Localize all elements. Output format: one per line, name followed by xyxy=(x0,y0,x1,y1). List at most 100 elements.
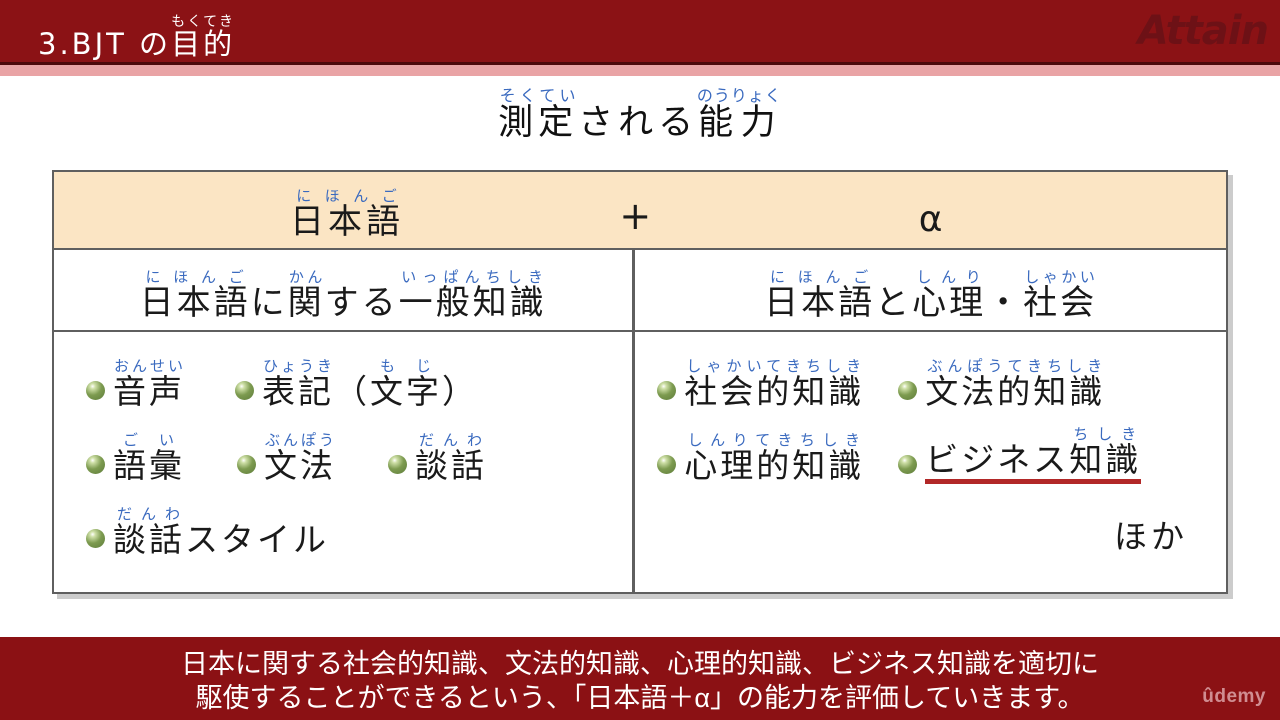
bunpou-ruby: 文法ぶんぽう xyxy=(264,431,336,486)
bullet-icon xyxy=(388,455,407,474)
bunpou-furigana: ぶんぽう xyxy=(264,431,336,450)
danwa-style-base: 談話 xyxy=(113,520,185,560)
moji-ruby: 文字もじ xyxy=(370,357,442,412)
rh-seg5: 社会しゃかい xyxy=(1023,268,1098,323)
bullet-icon xyxy=(86,455,105,474)
shinriteki-base: 心理的知識 xyxy=(684,446,865,486)
list-item-goi: 語彙ごい xyxy=(86,431,185,484)
danwa-ruby: 談話だんわ xyxy=(415,431,487,486)
goi-ruby: 語彙ごい xyxy=(113,431,185,486)
business-furigana: ちしき xyxy=(1069,425,1142,444)
rh-seg1-furigana: にほんご xyxy=(764,267,876,286)
table-body: 音声おんせい 表記ひょうき（文字もじ） 語彙ごい 文法ぶんぽう xyxy=(54,332,1226,592)
footer-line2: 駆使することができるという、「日本語＋α」の能力を評価していきます。 xyxy=(195,683,1085,713)
left-row-3: 談話だんわスタイル xyxy=(86,484,632,558)
moji-base: 文字 xyxy=(370,372,442,412)
left-column-body: 音声おんせい 表記ひょうき（文字もじ） 語彙ごい 文法ぶんぽう xyxy=(54,332,636,592)
bullet-icon xyxy=(898,381,918,400)
bullet-icon xyxy=(898,455,918,474)
section-title-seg1-base: 測定 xyxy=(498,103,579,143)
lh-seg3-base: 関 xyxy=(287,282,325,323)
right-row-2: 心理的知識しんりてきちしき ビジネス知識ちしき xyxy=(657,410,1226,484)
bullet-icon xyxy=(657,381,677,400)
lh-seg5-base: 一般知識 xyxy=(398,282,547,323)
list-item-danwa-style: 談話だんわスタイル xyxy=(86,505,329,558)
table-top-left: 日本語にほんご xyxy=(290,187,404,243)
page-title-word-furigana: もくてき xyxy=(171,14,236,31)
list-item-onsei: 音声おんせい xyxy=(86,357,185,410)
page-title-word: 目的もくてき xyxy=(171,14,236,62)
table-subheader-row: 日本語にほんごに関かんする一般知識いっぱんちしき 日本語にほんごと心理しんり・社… xyxy=(54,250,1226,332)
ability-table: 日本語にほんご + α 日本語にほんごに関かんする一般知識いっぱんちしき 日本語… xyxy=(52,170,1228,594)
onsei-furigana: おんせい xyxy=(113,357,185,376)
section-title-seg1: 測定そくてい xyxy=(498,86,579,143)
footer-line1: 日本に関する社会的知識、文法的知識、心理的知識、ビジネス知識を適切に xyxy=(181,649,1099,679)
bunpou-base: 文法 xyxy=(264,446,336,486)
page-title: 3.BJT の目的もくてき xyxy=(38,14,235,61)
right-row-1: 社会的知識しゃかいてきちしき 文法的知識ぶんぽうてきちしき xyxy=(657,336,1226,410)
danwa-furigana: だんわ xyxy=(415,431,487,450)
rh-seg1: 日本語にほんご xyxy=(764,268,876,323)
business-ruby: 知識ちしき xyxy=(1069,425,1142,480)
list-item-bunpouteki: 文法的知識ぶんぽうてきちしき xyxy=(898,357,1105,410)
hoka-label: ほか xyxy=(1114,517,1188,556)
rh-seg1-base: 日本語 xyxy=(764,282,876,323)
bullet-icon xyxy=(237,455,256,474)
hyouki-ruby: 表記ひょうき xyxy=(262,357,334,412)
danwa-base: 談話 xyxy=(415,446,487,486)
udemy-logo: ûdemy xyxy=(1202,686,1266,707)
goi-base: 語彙 xyxy=(113,446,185,486)
rh-seg3-base: 心理 xyxy=(912,282,987,323)
lh-seg4: する xyxy=(324,282,399,323)
bunpouteki-base: 文法的知識 xyxy=(925,372,1106,412)
section-title-seg3-base: 能力 xyxy=(696,103,782,143)
nihongo-ruby: 日本語にほんご xyxy=(290,187,404,242)
section-title-seg3-furigana: のうりょく xyxy=(696,86,782,105)
danwa-style-furigana: だんわ xyxy=(113,505,185,524)
left-row-2: 語彙ごい 文法ぶんぽう 談話だんわ xyxy=(86,410,632,484)
table-top-row: 日本語にほんご + α xyxy=(54,172,1226,250)
page-title-word-base: 目的 xyxy=(171,27,236,62)
alpha-sign: α xyxy=(918,199,943,240)
hyouki-base: 表記 xyxy=(262,372,334,412)
section-title-seg3: 能力のうりょく xyxy=(696,86,782,143)
rh-seg3-furigana: しんり xyxy=(912,267,987,286)
rh-seg5-furigana: しゃかい xyxy=(1023,267,1098,286)
page-title-prefix: 3.BJT の xyxy=(38,27,172,62)
lh-seg3-furigana: かん xyxy=(287,267,325,286)
nihongo-base: 日本語 xyxy=(290,202,404,242)
nihongo-furigana: にほんご xyxy=(290,187,404,205)
shinriteki-ruby: 心理的知識しんりてきちしき xyxy=(684,431,865,486)
list-item-bunpou: 文法ぶんぽう xyxy=(237,431,336,484)
shinriteki-furigana: しんりてきちしき xyxy=(684,431,865,450)
bullet-icon xyxy=(86,529,105,548)
rh-seg3: 心理しんり xyxy=(912,268,987,323)
paren-open: （ xyxy=(334,372,370,412)
bullet-icon xyxy=(86,381,105,400)
section-title-seg1-furigana: そくてい xyxy=(498,86,579,105)
danwa-style-ruby: 談話だんわ xyxy=(113,505,185,560)
header-divider-pink xyxy=(0,65,1280,76)
lh-seg3: 関かん xyxy=(287,268,325,323)
lh-seg1-furigana: にほんご xyxy=(139,267,251,286)
list-item-business: ビジネス知識ちしき xyxy=(898,425,1142,484)
bunpouteki-ruby: 文法的知識ぶんぽうてきちしき xyxy=(925,357,1106,412)
rh-seg5-base: 社会 xyxy=(1023,282,1098,323)
lh-seg2: に xyxy=(250,282,288,323)
footer-note: 日本に関する社会的知識、文法的知識、心理的知識、ビジネス知識を適切に 駆使するこ… xyxy=(0,637,1280,720)
left-row-1: 音声おんせい 表記ひょうき（文字もじ） xyxy=(86,336,632,410)
shakaiteki-ruby: 社会的知識しゃかいてきちしき xyxy=(684,357,865,412)
section-title-seg2: される xyxy=(578,103,699,143)
shakaiteki-base: 社会的知識 xyxy=(684,372,865,412)
paren-close: ） xyxy=(442,372,478,412)
lh-seg1-base: 日本語 xyxy=(139,282,251,323)
list-item-danwa: 談話だんわ xyxy=(388,431,487,484)
list-item-shakaiteki: 社会的知識しゃかいてきちしき xyxy=(657,357,864,410)
section-title: 測定そくていされる能力のうりょく xyxy=(0,86,1280,143)
bullet-icon xyxy=(235,381,254,400)
business-base: 知識 xyxy=(1069,440,1142,480)
lh-seg5-furigana: いっぱんちしき xyxy=(398,267,547,286)
goi-furigana: ごい xyxy=(113,431,185,450)
list-item-hyouki: 表記ひょうき（文字もじ） xyxy=(235,357,478,410)
hyouki-furigana: ひょうき xyxy=(262,357,334,376)
